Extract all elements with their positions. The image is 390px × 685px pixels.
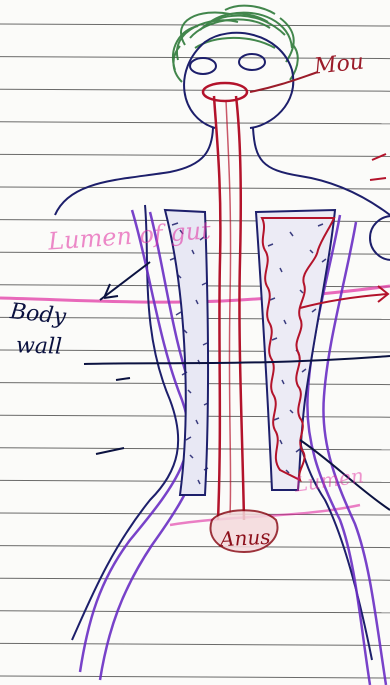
ruled-line	[0, 122, 390, 124]
mesoderm-right	[256, 210, 335, 490]
ruled-line	[0, 643, 390, 645]
mouth-pointer	[250, 72, 318, 92]
ruled-line	[0, 676, 390, 678]
ruled-line	[0, 611, 390, 613]
anus-label: Anus	[219, 525, 271, 552]
left-eye	[190, 58, 216, 74]
ruled-line	[0, 24, 390, 26]
ruled-line	[0, 546, 390, 548]
cell-circle-partial	[370, 216, 390, 260]
right-edge-red-stroke	[370, 154, 386, 180]
ruled-line	[0, 154, 390, 156]
gut-tube	[214, 96, 244, 520]
ruled-line	[0, 578, 390, 580]
body-wall-label-line2: wall	[16, 333, 63, 360]
ruled-line	[0, 89, 390, 91]
mouth-opening	[203, 83, 247, 101]
right-eye	[239, 54, 265, 70]
mouth-label: Mou	[313, 49, 365, 79]
ruled-line	[0, 187, 390, 189]
